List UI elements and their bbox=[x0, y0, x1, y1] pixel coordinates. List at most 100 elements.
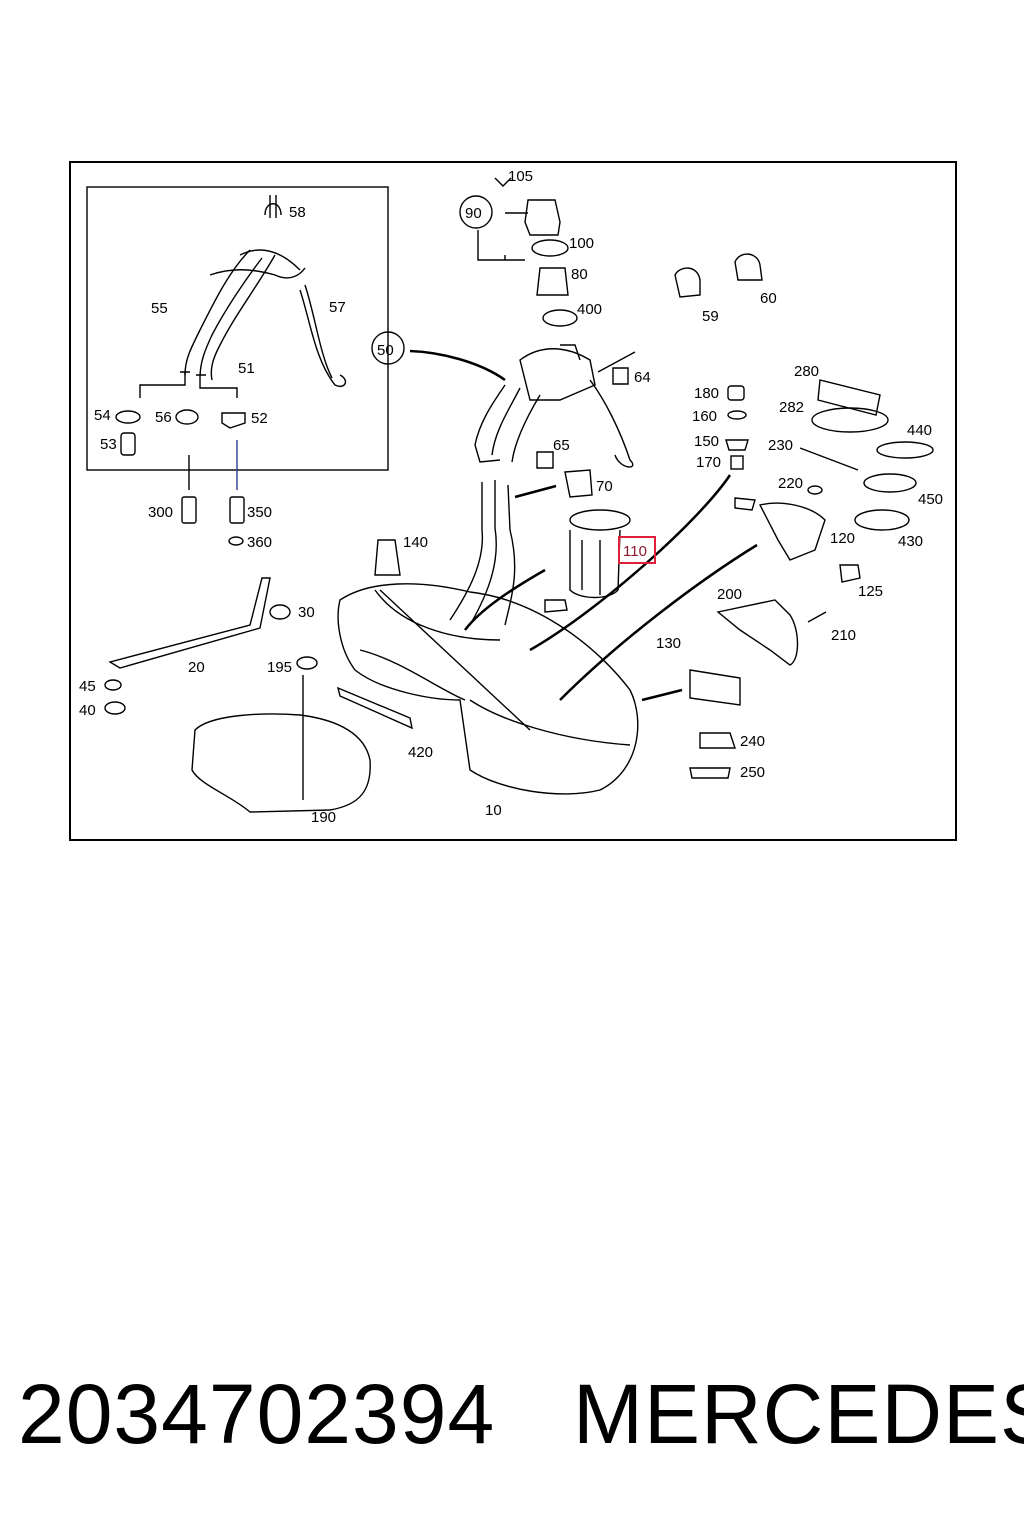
label-20: 20 bbox=[188, 659, 205, 676]
filter-130-shape bbox=[689, 669, 741, 706]
ring-440-shape bbox=[876, 441, 934, 459]
vent-tube bbox=[449, 482, 484, 621]
label-40: 40 bbox=[79, 702, 96, 719]
label-30: 30 bbox=[298, 604, 315, 621]
heat-shield-190-shape bbox=[191, 713, 371, 813]
valve-70-shape bbox=[564, 469, 593, 498]
label-150: 150 bbox=[694, 433, 719, 450]
label-190: 190 bbox=[311, 809, 336, 826]
nut-30-shape bbox=[269, 604, 291, 620]
label-60: 60 bbox=[760, 290, 777, 307]
arrow-150-set bbox=[529, 474, 732, 652]
label-53: 53 bbox=[100, 436, 117, 453]
leader-64 bbox=[597, 351, 636, 373]
clamp-54-shape bbox=[115, 410, 141, 424]
seal-450-shape bbox=[863, 473, 917, 493]
strap-20-shape bbox=[108, 577, 271, 669]
label-280: 280 bbox=[794, 363, 819, 380]
ring-100-shape bbox=[531, 239, 569, 257]
fuel-system-exploded-diagram: 10 20 30 40 45 50 51 52 53 54 55 56 57 5… bbox=[79, 168, 943, 826]
label-100: 100 bbox=[569, 235, 594, 252]
clamp-56-shape bbox=[175, 409, 199, 425]
arrow-130 bbox=[641, 688, 683, 702]
label-80: 80 bbox=[571, 266, 588, 283]
label-65: 65 bbox=[553, 437, 570, 454]
label-50: 50 bbox=[377, 342, 394, 359]
brand-name-text: MERCEDES bbox=[573, 1367, 1024, 1461]
ring-360-shape bbox=[228, 536, 244, 546]
part-180-shape bbox=[727, 385, 745, 401]
label-400: 400 bbox=[577, 301, 602, 318]
part-150-shape bbox=[725, 439, 749, 451]
sender-230-shape bbox=[799, 447, 859, 471]
label-350: 350 bbox=[247, 504, 272, 521]
clip-52-shape bbox=[221, 412, 246, 429]
parts-diagram-frame bbox=[69, 161, 957, 841]
arrow-70 bbox=[514, 484, 557, 499]
label-58: 58 bbox=[289, 204, 306, 221]
ring-280-shape bbox=[817, 379, 881, 416]
label-90: 90 bbox=[465, 205, 482, 222]
label-220: 220 bbox=[778, 475, 803, 492]
label-64: 64 bbox=[634, 369, 651, 386]
sleeve-300-shape bbox=[181, 496, 197, 524]
washer-45-shape bbox=[104, 679, 122, 691]
ring-400-shape bbox=[542, 309, 578, 327]
strip-420-shape bbox=[336, 686, 413, 730]
fuel-tank-10-drawing bbox=[337, 583, 639, 795]
label-45: 45 bbox=[79, 678, 96, 695]
label-51: 51 bbox=[238, 360, 255, 377]
label-54: 54 bbox=[94, 407, 111, 424]
clip-59-shape bbox=[674, 267, 701, 298]
callout-circle-50 bbox=[371, 331, 405, 365]
label-430: 430 bbox=[898, 533, 923, 550]
label-300: 300 bbox=[148, 504, 173, 521]
ring-430-shape bbox=[854, 509, 910, 531]
arrow-110 bbox=[464, 568, 546, 631]
connector-line bbox=[139, 372, 186, 398]
bracket-200-shape bbox=[716, 599, 799, 666]
sensor-120-plug bbox=[734, 497, 756, 511]
part-number-text: 2034702394 bbox=[18, 1367, 496, 1461]
label-130: 130 bbox=[656, 635, 681, 652]
highlight-box-110 bbox=[618, 536, 656, 564]
bolt-195-head bbox=[296, 656, 318, 670]
label-110: 110 bbox=[623, 543, 647, 560]
callout-circle-90 bbox=[459, 195, 493, 229]
label-210: 210 bbox=[831, 627, 856, 644]
bracket-90 bbox=[477, 230, 506, 261]
valve-65-shape bbox=[536, 451, 554, 469]
part-250-shape bbox=[689, 767, 731, 779]
label-195: 195 bbox=[267, 659, 292, 676]
label-59: 59 bbox=[702, 308, 719, 325]
label-360: 360 bbox=[247, 534, 272, 551]
label-105: 105 bbox=[508, 168, 533, 185]
clip-60-shape bbox=[734, 253, 763, 281]
boot-140-shape bbox=[374, 539, 401, 576]
cap-90-shape bbox=[524, 199, 561, 236]
label-230: 230 bbox=[768, 437, 793, 454]
vent-tube bbox=[469, 480, 497, 626]
label-52: 52 bbox=[251, 410, 268, 427]
fuel-pump-110-drawing bbox=[544, 509, 631, 613]
label-282: 282 bbox=[779, 399, 804, 416]
seal-80-shape bbox=[536, 267, 569, 296]
label-56: 56 bbox=[155, 409, 172, 426]
vent-tube bbox=[504, 484, 516, 626]
part-170-shape bbox=[730, 455, 744, 470]
oring-220-shape bbox=[807, 485, 823, 495]
sleeve-350-shape bbox=[229, 496, 245, 524]
bolt-210-shape bbox=[807, 611, 827, 623]
label-120: 120 bbox=[830, 530, 855, 547]
sender-120-shape bbox=[758, 502, 826, 561]
label-170: 170 bbox=[696, 454, 721, 471]
arrow-120 bbox=[559, 543, 758, 701]
label-180: 180 bbox=[694, 385, 719, 402]
label-160: 160 bbox=[692, 408, 717, 425]
nut-40-shape bbox=[104, 701, 126, 715]
part-240-shape bbox=[699, 732, 736, 749]
inset-box bbox=[86, 186, 389, 471]
label-240: 240 bbox=[740, 733, 765, 750]
filler-neck-hose-drawing bbox=[180, 195, 347, 387]
sleeve-53-shape bbox=[120, 432, 136, 456]
